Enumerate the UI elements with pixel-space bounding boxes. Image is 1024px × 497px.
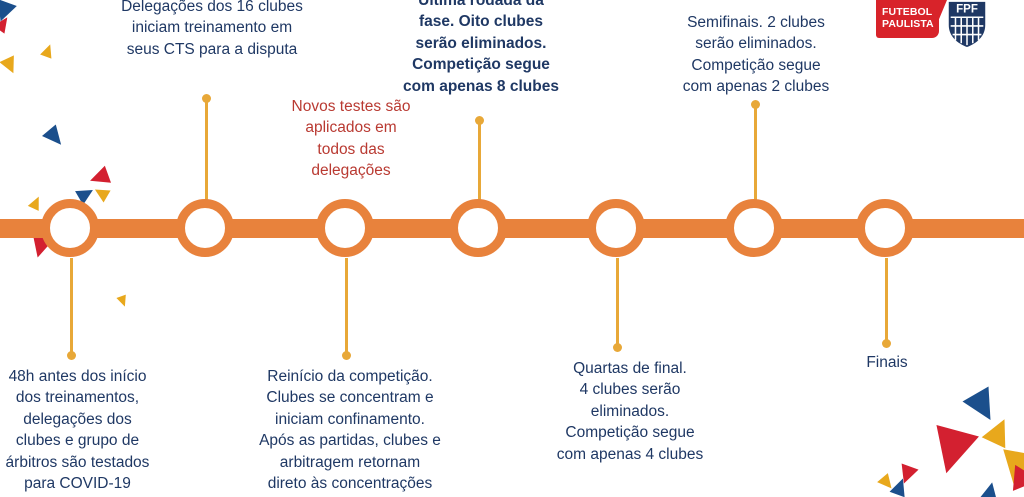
confetti-triangle	[41, 124, 69, 151]
callout-last-round: Última rodada da fase. Oito clubes serão…	[403, 0, 559, 95]
callout-stem-dot	[613, 343, 622, 352]
callout-covid-testing: 48h antes dos início dos treinamentos, d…	[5, 368, 150, 492]
timeline-node-5[interactable]	[587, 199, 645, 257]
callout-stem	[345, 258, 348, 356]
callout-stem	[616, 258, 619, 348]
callout-stem-dot	[475, 116, 484, 125]
badge-line-1: FUTEBOL	[882, 6, 933, 19]
callout-stem	[205, 98, 208, 200]
callout-stem-dot	[342, 351, 351, 360]
confetti-triangle	[925, 425, 979, 479]
confetti-triangle	[1012, 464, 1024, 494]
callout-new-tests: Novos testes são aplicados em todos das …	[291, 98, 411, 180]
timeline-node-6[interactable]	[725, 199, 783, 257]
timeline-node-3[interactable]	[316, 199, 374, 257]
futebol-paulista-badge: FUTEBOL PAULISTA	[876, 0, 947, 38]
callout-stem	[478, 120, 481, 202]
timeline-node-1[interactable]	[41, 199, 99, 257]
callout-semifinals: Semifinais. 2 clubes serão eliminados. C…	[682, 14, 830, 96]
timeline-node-4[interactable]	[449, 199, 507, 257]
shield-label: FPF	[956, 3, 978, 15]
callout-stem	[70, 258, 73, 356]
callout-stem-dot	[751, 100, 760, 109]
callout-stem-dot	[882, 339, 891, 348]
callout-stem-dot	[67, 351, 76, 360]
confetti-triangle	[27, 194, 45, 211]
badge-line-2: PAULISTA	[882, 18, 934, 30]
timeline-node-2[interactable]	[176, 199, 234, 257]
callout-finals: Finais	[866, 354, 908, 371]
confetti-triangle	[0, 55, 21, 77]
callout-stem-dot	[202, 94, 211, 103]
timeline-node-7[interactable]	[856, 199, 914, 257]
confetti-triangle	[40, 42, 56, 59]
callout-restart-competition: Reinício da competição. Clubes se concen…	[259, 368, 441, 492]
callout-stem	[885, 258, 888, 344]
brand-logos: FUTEBOL PAULISTA FPF	[876, 0, 988, 48]
fpf-shield-icon: FPF	[948, 1, 986, 48]
callout-training-start: Delegações dos 16 clubes iniciam treinam…	[121, 0, 303, 58]
callout-stem	[754, 104, 757, 200]
confetti-triangle	[116, 294, 130, 309]
callout-quarterfinals: Quartas de final. 4 clubes serão elimina…	[556, 360, 704, 463]
